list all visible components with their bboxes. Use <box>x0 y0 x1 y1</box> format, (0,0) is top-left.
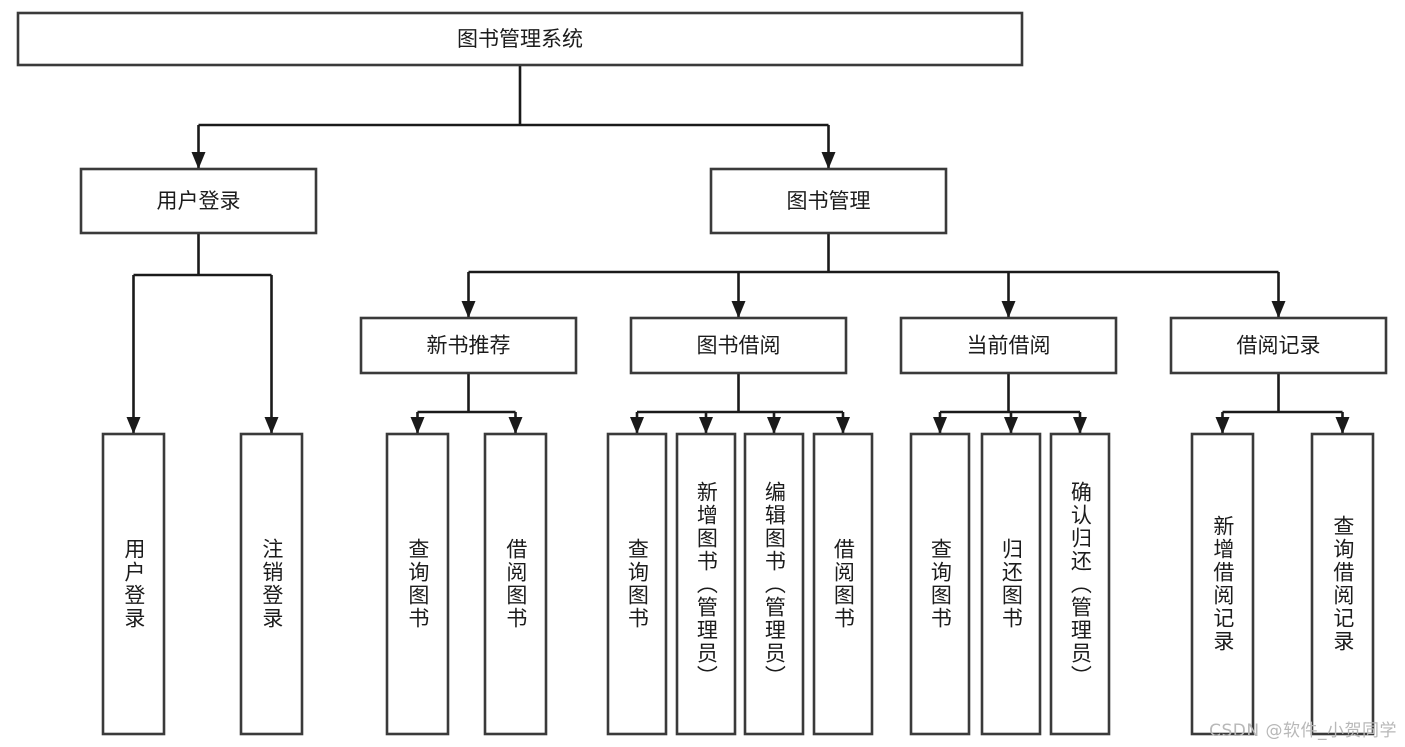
leaf-box-6[interactable] <box>743 432 805 736</box>
leaf-box-3[interactable] <box>483 432 548 736</box>
level2-label-0: 用户登录 <box>157 189 241 213</box>
connector-layer <box>126 65 1350 434</box>
edge-l3-2-arrow-2 <box>1073 417 1087 434</box>
edge-l3-1-arrow-3 <box>836 417 850 434</box>
leaf-box-7[interactable] <box>812 432 874 736</box>
node-box-layer <box>16 11 1388 736</box>
level3-box-3[interactable] <box>1169 316 1388 375</box>
edge-l3-2-arrow-0 <box>933 417 947 434</box>
leaf-box-11[interactable] <box>1190 432 1255 736</box>
watermark-text: CSDN @软件_小贺同学 <box>1209 721 1397 741</box>
leaf-box-12[interactable] <box>1310 432 1375 736</box>
level2-box-1[interactable] <box>709 167 948 235</box>
edge-l3-0-arrow-1 <box>508 417 523 434</box>
edge-root-arrow-0 <box>191 152 206 169</box>
level2-box-0[interactable] <box>79 167 318 235</box>
edge-book-mgmt-arrow-3 <box>1271 301 1286 318</box>
edge-l3-1-arrow-1 <box>699 417 713 434</box>
level3-label-2: 当前借阅 <box>967 334 1051 358</box>
level3-label-1: 图书借阅 <box>697 334 781 358</box>
leaf-box-2[interactable] <box>385 432 450 736</box>
level3-label-0: 新书推荐 <box>427 334 511 358</box>
level3-box-2[interactable] <box>899 316 1118 375</box>
edge-root-arrow-1 <box>821 152 836 169</box>
edge-user-login-arrow-1 <box>264 417 279 434</box>
edge-user-login-arrow-0 <box>126 417 141 434</box>
root-label-0: 图书管理系统 <box>457 27 583 51</box>
level2-label-1: 图书管理 <box>787 189 871 213</box>
edge-l3-2-arrow-1 <box>1004 417 1018 434</box>
edge-l3-1-arrow-0 <box>630 417 644 434</box>
leaf-box-0[interactable] <box>101 432 166 736</box>
edge-book-mgmt-arrow-1 <box>731 301 746 318</box>
root-box-0[interactable] <box>16 11 1024 67</box>
edge-book-mgmt-arrow-2 <box>1001 301 1016 318</box>
leaf-box-1[interactable] <box>239 432 304 736</box>
level3-box-1[interactable] <box>629 316 848 375</box>
leaf-box-8[interactable] <box>909 432 971 736</box>
leaf-box-10[interactable] <box>1049 432 1111 736</box>
edge-l3-0-arrow-0 <box>410 417 425 434</box>
level3-box-0[interactable] <box>359 316 578 375</box>
edge-l3-3-arrow-1 <box>1335 417 1350 434</box>
leaf-box-5[interactable] <box>675 432 737 736</box>
leaf-box-4[interactable] <box>606 432 668 736</box>
leaf-box-9[interactable] <box>980 432 1042 736</box>
edge-l3-1-arrow-2 <box>767 417 781 434</box>
edge-l3-3-arrow-0 <box>1215 417 1230 434</box>
level3-label-3: 借阅记录 <box>1237 334 1321 358</box>
edge-book-mgmt-arrow-0 <box>461 301 476 318</box>
